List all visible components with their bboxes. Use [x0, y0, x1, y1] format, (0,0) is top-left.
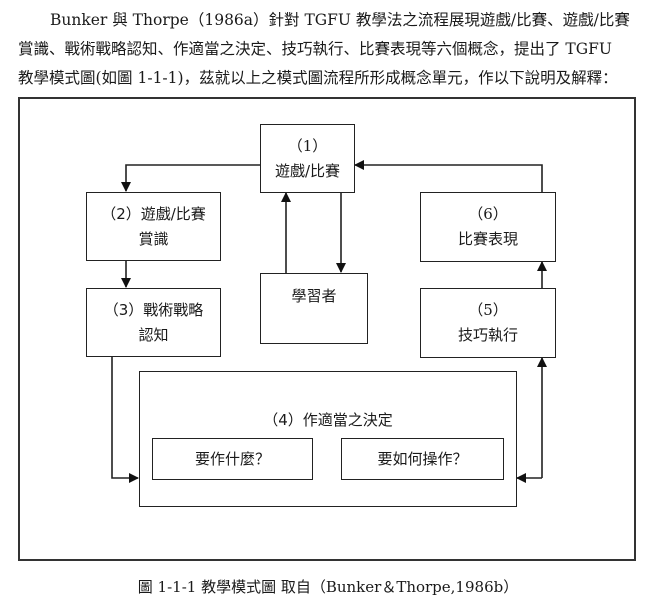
figure-caption: 圖 1-1-1 教學模式圖 取自（Bunker＆Thorpe,1986b）	[137, 578, 519, 596]
node-decision-how-label: 要如何操作？	[377, 449, 468, 468]
paragraph-line-1: Bunker 與 Thorpe（1986a）針對 TGFU 教學法之流程展現遊戲…	[50, 11, 630, 29]
paragraph-line-3: 教學模式圖(如圖 1-1-1)，茲就以上之模式圖流程所形成概念單元，作以下說明及…	[18, 69, 618, 87]
node-learner-label: 學習者	[291, 287, 337, 305]
diagram-frame	[18, 97, 636, 561]
node-tactical-label: （3）戰術戰略	[103, 300, 204, 319]
node-decision-what: 要作什麼？	[152, 438, 313, 480]
node-appreciation-label: （2）遊戲/比賽	[101, 204, 206, 223]
node-tactical-label-2: 認知	[138, 325, 169, 344]
intro-paragraph: Bunker 與 Thorpe（1986a）針對 TGFU 教學法之流程展現遊戲…	[18, 6, 640, 93]
node-skill-execution: （5） 技巧執行	[420, 288, 556, 358]
paragraph-line-2: 賞識、戰術戰略認知、作適當之決定、技巧執行、比賽表現等六個概念，提出了 TGFU	[18, 40, 612, 58]
node-learner: 學習者	[260, 273, 368, 344]
node-decision-title: （4）作適當之決定	[263, 411, 393, 429]
node-appreciation-label-2: 賞識	[138, 229, 169, 248]
node-tactical-awareness: （3）戰術戰略 認知	[86, 288, 221, 357]
node-skill-label: 技巧執行	[457, 326, 518, 344]
node-game-number: （1）	[287, 136, 328, 155]
node-skill-number: （5）	[468, 301, 508, 319]
node-game-label: 遊戲/比賽	[274, 161, 341, 180]
node-performance-number: （6）	[468, 205, 508, 223]
node-performance: （6） 比賽表現	[420, 192, 556, 262]
node-decision-what-label: 要作什麼？	[194, 449, 270, 468]
node-decision-how: 要如何操作？	[341, 438, 504, 480]
node-performance-label: 比賽表現	[457, 230, 518, 248]
node-game: （1） 遊戲/比賽	[260, 124, 355, 193]
node-appreciation: （2）遊戲/比賽 賞識	[86, 192, 221, 261]
